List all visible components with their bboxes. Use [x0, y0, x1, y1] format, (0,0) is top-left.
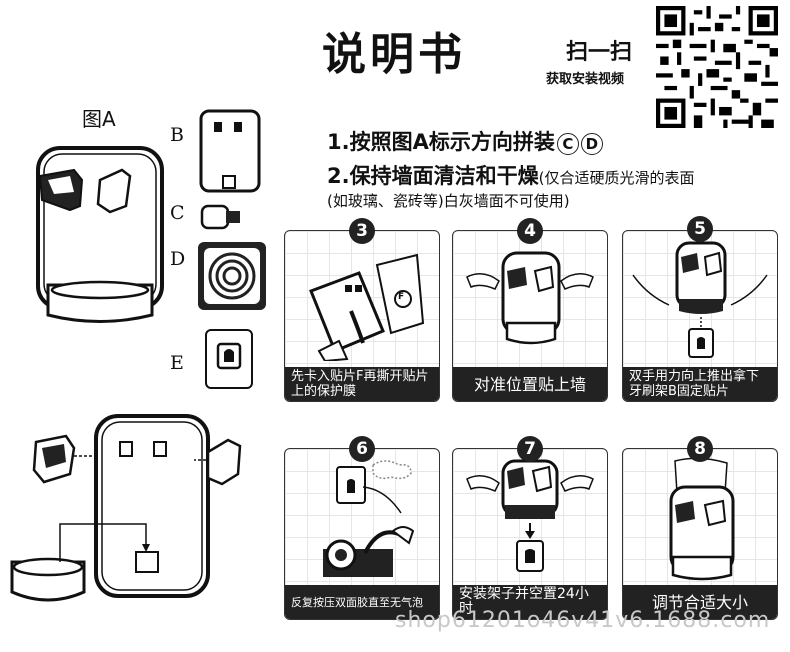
step2-text: 2.保持墙面清洁和干燥(仅合适硬质光滑的表面 [327, 164, 695, 188]
step-number-5: 5 [687, 216, 713, 242]
holder-assembled-illustration [36, 146, 164, 323]
exploded-view-illustration [10, 414, 242, 602]
circled-d: D [580, 133, 603, 155]
step3-illustration [309, 253, 425, 361]
panel-step-5: 双手用力向上推出拿下牙刷架B固定贴片 [622, 230, 778, 402]
step4-illustration [466, 251, 594, 345]
part-e-illustration [205, 329, 253, 389]
step-number-3: 3 [349, 218, 375, 244]
page-title: 说明书 [322, 29, 466, 80]
figure-a-label: 图A [82, 107, 116, 131]
panel-step-8: 调节合适大小 [622, 448, 778, 620]
step2-note2: (如玻璃、瓷砖等)白灰墙面不可使用) [327, 192, 570, 210]
panel-7-caption: 安装架子并空置24小时 [453, 585, 607, 619]
part-label-d: D [170, 248, 186, 270]
part-d-illustration [198, 242, 266, 310]
panel-6-caption: 反复按压双面胶直至无气泡 [285, 585, 439, 619]
watermark: shop61201o46v41v6.1688.com [395, 608, 771, 633]
step-number-7: 7 [517, 436, 543, 462]
step-number-8: 8 [687, 436, 713, 462]
step-number-4: 4 [517, 218, 543, 244]
panel-step-3: F 先卡入贴片F再撕开贴片上的保护膜 [284, 230, 440, 402]
part-label-e: E [170, 352, 184, 374]
step5-illustration [632, 241, 768, 358]
badge-f: F [398, 292, 405, 302]
circled-c: C [556, 133, 579, 155]
panel-step-7: 安装架子并空置24小时 [452, 448, 608, 620]
step7-illustration [466, 459, 594, 572]
panel-4-caption: 对准位置贴上墙 [453, 367, 607, 401]
step6-illustration [323, 460, 415, 577]
part-b-illustration [199, 109, 261, 193]
part-label-c: C [170, 202, 185, 224]
panel-step-6: 反复按压双面胶直至无气泡 [284, 448, 440, 620]
part-c-illustration [200, 204, 240, 230]
panel-5-caption: 双手用力向上推出拿下牙刷架B固定贴片 [623, 367, 777, 401]
panel-step-4: 对准位置贴上墙 [452, 230, 608, 402]
step-number-6: 6 [349, 436, 375, 462]
panel-3-caption: 先卡入贴片F再撕开贴片上的保护膜 [285, 367, 439, 401]
step2-note: (仅合适硬质光滑的表面 [538, 169, 695, 187]
step8-illustration [669, 457, 735, 581]
qr-code[interactable] [656, 6, 778, 128]
scan-label: 扫一扫 [566, 40, 633, 65]
scan-sub-label: 获取安装视频 [546, 72, 625, 87]
part-label-b: B [170, 124, 184, 146]
panel-8-caption: 调节合适大小 [623, 585, 777, 619]
